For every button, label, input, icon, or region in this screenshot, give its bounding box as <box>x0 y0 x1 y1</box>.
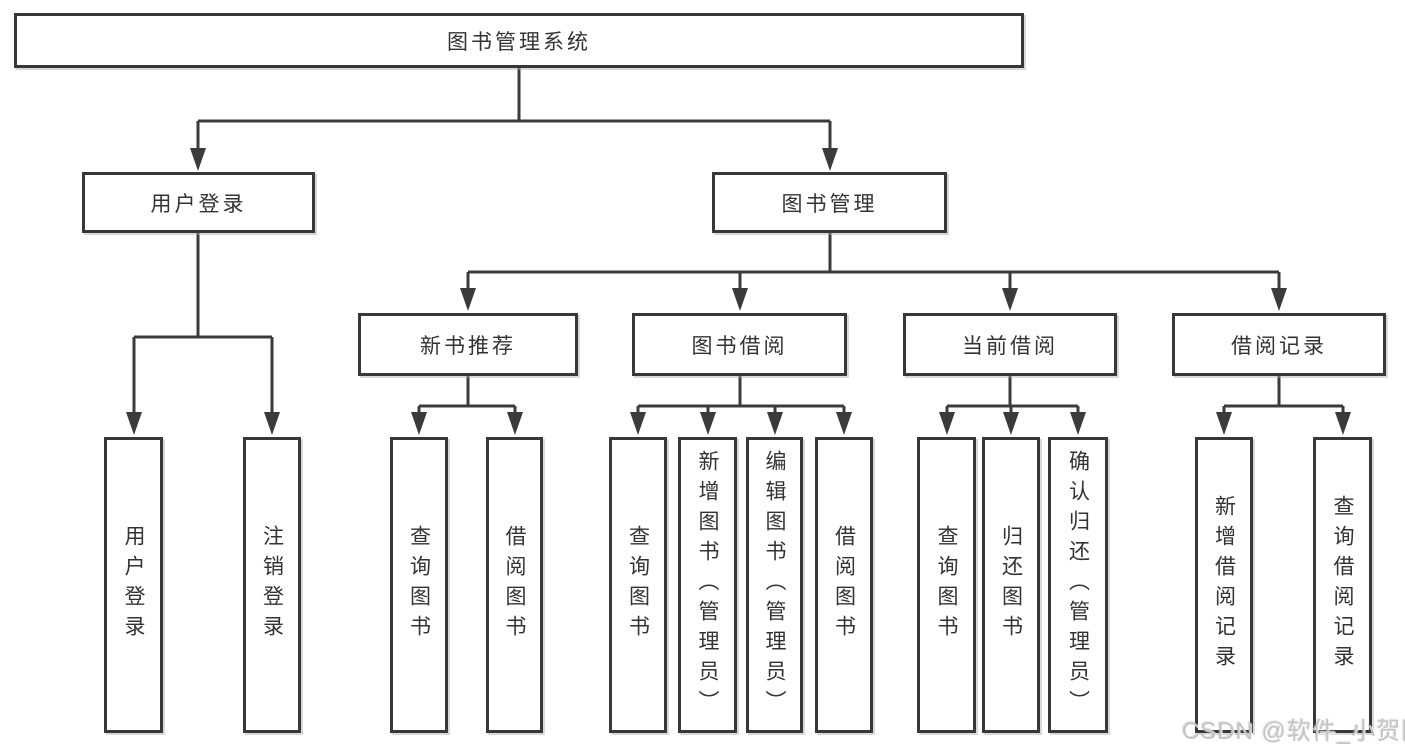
node-current-borrow: 当前借阅 <box>903 313 1117 376</box>
leaf-records-add-record: 新增借阅记录 <box>1195 437 1253 733</box>
arrowheads <box>126 148 1351 435</box>
leaf-rec-borrow-book: 借阅图书 <box>486 437 543 733</box>
leaf-borrow-add-book: 新增图书（管理员） <box>678 437 737 733</box>
leaf-current-return-book: 归还图书 <box>982 437 1040 733</box>
node-book-borrow: 图书借阅 <box>632 313 847 376</box>
csdn-watermark: CSDN @软件_小贺同学 <box>1182 718 1405 745</box>
node-new-book-rec: 新书推荐 <box>358 313 578 376</box>
node-root: 图书管理系统 <box>14 13 1024 68</box>
leaf-current-confirm-return: 确认归还（管理员） <box>1048 437 1108 733</box>
node-borrow-records: 借阅记录 <box>1172 313 1386 376</box>
edge-book-mgmt-trunk <box>466 233 1281 297</box>
leaf-records-query-record: 查询借阅记录 <box>1313 437 1372 733</box>
node-user-login: 用户登录 <box>82 172 315 233</box>
leaf-borrow-borrow-book: 借阅图书 <box>815 437 873 733</box>
edge-book-borrow-trunk <box>636 376 846 421</box>
leaf-borrow-edit-book: 编辑图书（管理员） <box>746 437 803 733</box>
leaf-logout: 注销登录 <box>243 437 301 733</box>
leaf-current-query-book: 查询图书 <box>917 437 976 733</box>
leaf-user-login: 用户登录 <box>104 437 163 733</box>
edge-user-login-trunk <box>132 233 274 421</box>
edge-new-book-rec-trunk <box>417 376 517 421</box>
edge-root-trunk <box>196 68 832 156</box>
leaf-rec-query-book: 查询图书 <box>390 437 448 733</box>
edge-borrow-records-trunk <box>1222 376 1345 421</box>
node-book-mgmt: 图书管理 <box>712 172 947 233</box>
leaf-borrow-query-book: 查询图书 <box>609 437 667 733</box>
